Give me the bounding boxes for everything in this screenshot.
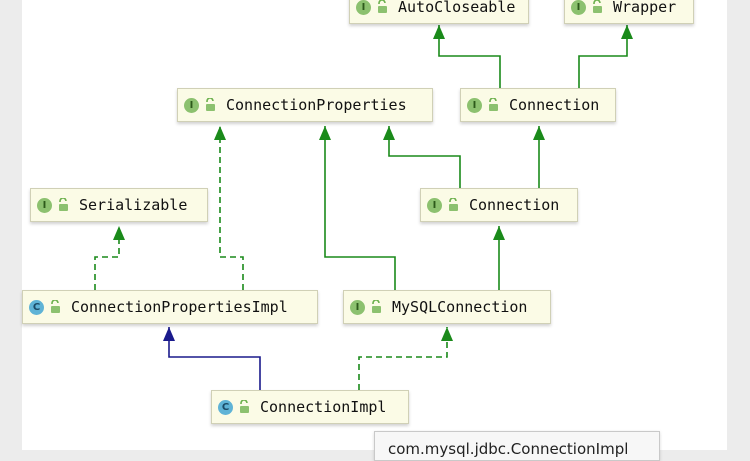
node-label: ConnectionImpl: [260, 398, 387, 416]
lock-open-icon: [489, 98, 498, 111]
edge-connection-to-wrapper: [578, 25, 628, 88]
lock-open-icon: [372, 300, 381, 313]
interface-icon: I: [37, 197, 52, 213]
tooltip-text: com.mysql.jdbc.ConnectionImpl: [388, 440, 629, 458]
node-mysqlconnection[interactable]: I MySQLConnection: [343, 290, 551, 324]
arrow-serializable: [113, 226, 125, 240]
node-serializable[interactable]: I Serializable: [30, 188, 208, 222]
node-label: Wrapper: [613, 0, 677, 16]
class-icon: C: [29, 299, 44, 315]
node-connectionpropertiesimpl[interactable]: C ConnectionPropertiesImpl: [22, 290, 318, 324]
lock-open-icon: [378, 0, 387, 13]
interface-icon: I: [184, 97, 199, 113]
node-wrapper[interactable]: I Wrapper: [564, 0, 694, 24]
node-autocloseable[interactable]: I AutoCloseable: [349, 0, 529, 24]
interface-icon: I: [571, 0, 586, 15]
lock-open-icon: [240, 400, 249, 413]
interface-icon: I: [356, 0, 371, 15]
interface-icon: I: [467, 97, 482, 113]
tooltip: com.mysql.jdbc.ConnectionImpl: [374, 431, 660, 461]
edge-connectionimpl-to-mysql: [358, 327, 448, 390]
node-label: Connection: [469, 196, 560, 214]
arrow-connectiontop: [533, 126, 545, 140]
arrow-connectionmid-connectionproperties: [383, 126, 395, 140]
edge-connectionimpl-to-cpimpl: [168, 327, 261, 390]
arrow-mysql-connectionproperties: [319, 126, 331, 140]
class-icon: C: [218, 399, 233, 415]
node-connectionimpl[interactable]: C ConnectionImpl: [211, 390, 409, 424]
edge-connectionmid-to-connectionproperties: [388, 126, 461, 188]
arrow-autocloseable: [433, 25, 445, 39]
edge-mysql-to-connectionproperties: [324, 126, 396, 290]
node-label: ConnectionPropertiesImpl: [71, 298, 288, 316]
lock-open-icon: [593, 0, 602, 13]
node-connectionproperties[interactable]: I ConnectionProperties: [177, 88, 433, 122]
arrow-connectionmid: [493, 226, 505, 240]
arrow-wrapper: [621, 25, 633, 39]
diagram-canvas[interactable]: I AutoCloseable I Wrapper I ConnectionPr…: [22, 0, 727, 450]
edge-cpimpl-to-serializable: [94, 226, 120, 290]
edge-cpimpl-to-connectionproperties: [219, 126, 244, 290]
node-connection-mid[interactable]: I Connection: [420, 188, 578, 222]
lock-open-icon: [59, 198, 68, 211]
lock-open-icon: [206, 98, 215, 111]
interface-icon: I: [427, 197, 442, 213]
lock-open-icon: [449, 198, 458, 211]
node-connection-top[interactable]: I Connection: [460, 88, 616, 122]
node-label: MySQLConnection: [392, 298, 528, 316]
node-label: ConnectionProperties: [226, 96, 407, 114]
node-label: Connection: [509, 96, 600, 114]
arrow-cpimpl-connectionproperties: [214, 126, 226, 140]
node-label: Serializable: [79, 196, 188, 214]
arrow-mysql: [441, 327, 453, 341]
edge-connection-to-autocloseable: [438, 25, 501, 88]
node-label: AutoCloseable: [398, 0, 516, 16]
lock-open-icon: [51, 300, 60, 313]
interface-icon: I: [350, 299, 365, 315]
arrow-cpimpl: [163, 327, 175, 341]
diagram-edges: [94, 25, 633, 390]
